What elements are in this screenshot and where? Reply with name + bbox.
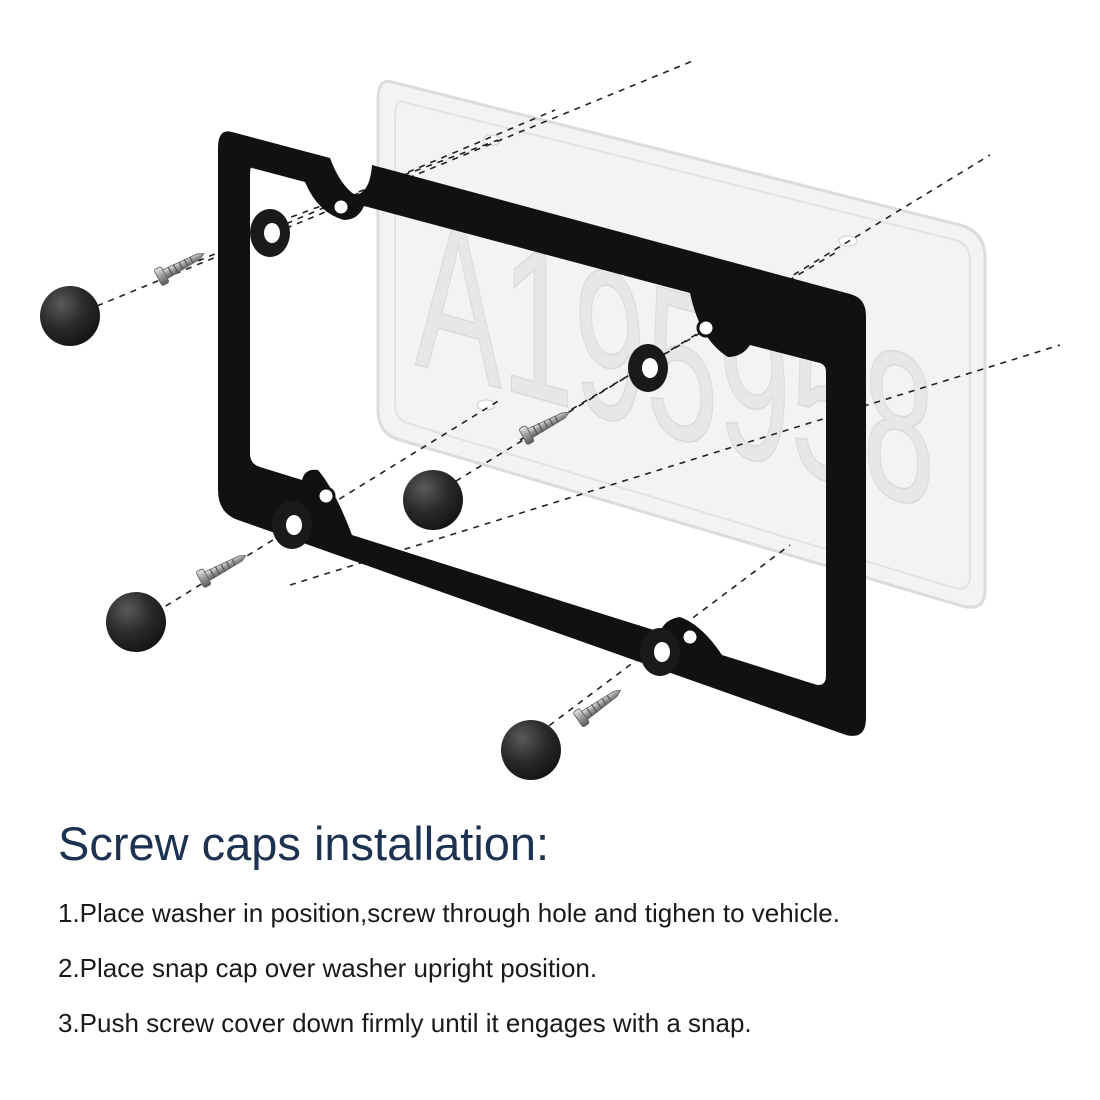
washer-bottom-left [272, 501, 312, 549]
washer-top-right [628, 344, 668, 392]
screw-bottom-left [196, 555, 247, 588]
plate-hole-top-left [482, 134, 502, 146]
license-plate-frame [218, 131, 866, 736]
exploded-installation-diagram: A195958 [40, 59, 1061, 780]
washer-bottom-right [640, 628, 680, 676]
instruction-step-3: 3.Push screw cover down firmly until it … [58, 1008, 752, 1038]
snap-cap-top-right [403, 470, 463, 530]
instructions-title: Screw caps installation: [58, 817, 550, 870]
screw-top-left [154, 253, 205, 286]
frame-hole-top-right [696, 318, 716, 338]
instructions-steps: 1.Place washer in position,screw through… [58, 896, 840, 1061]
snap-cap-top-left [40, 286, 100, 346]
frame-hole-bottom-right [680, 627, 700, 647]
frame-hole-top-left [331, 197, 351, 217]
license-plate: A195958 [376, 79, 987, 609]
plate-hole-bottom-left [476, 399, 496, 411]
instruction-step-1: 1.Place washer in position,screw through… [58, 898, 840, 928]
screw-top-right [519, 412, 570, 445]
instruction-step-2: 2.Place snap cap over washer upright pos… [58, 953, 598, 983]
frame-hole-bottom-left [316, 486, 336, 506]
washer-top-left [250, 209, 290, 257]
screw-bottom-right [573, 689, 622, 727]
snap-cap-bottom-right [501, 720, 561, 780]
snap-cap-bottom-left [106, 592, 166, 652]
